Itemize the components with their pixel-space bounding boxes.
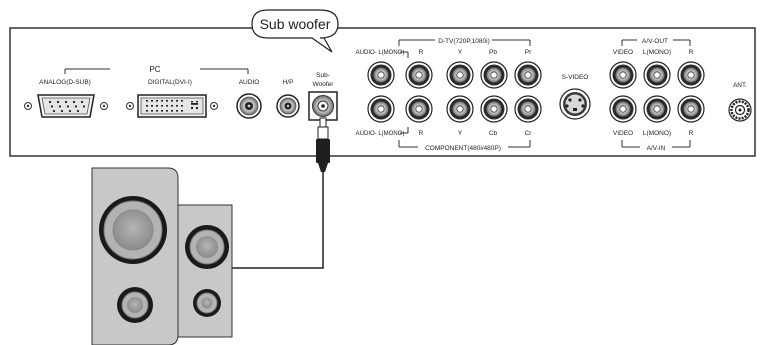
audio-l-mono-bottom-label: AUDIO- L(MONO): [356, 131, 405, 137]
component-group: COMPONENT(480i/480P): [398, 140, 531, 152]
lmono-bottom-label: L(MONO): [643, 130, 671, 137]
cr-label: Cr: [525, 130, 533, 137]
av-in-group-label: A/V-IN: [647, 145, 666, 152]
av-out-group-label: A/V-OUT: [642, 38, 668, 45]
pb-label: Pb: [489, 49, 497, 56]
audio-label: AUDIO: [239, 79, 260, 86]
cb-label: Cb: [489, 130, 498, 137]
speaker-large-driver: [99, 196, 167, 264]
rca-l-in: [643, 95, 671, 123]
rca-r-bottom: [405, 95, 433, 123]
digital-dvi-label: DIGITAL(DVI-I): [148, 79, 192, 86]
av-in-group: A/V-IN: [621, 140, 691, 152]
svideo-label: S-VIDEO: [562, 74, 589, 81]
subwoofer-speaker: [91, 167, 233, 345]
video-top-label: VIDEO: [613, 49, 633, 56]
dtv-group: D-TV(720P,1080i): [398, 38, 531, 46]
rca-video-in: [609, 95, 637, 123]
audio-l-mono-top-label: AUDIO- L(MONO): [356, 50, 405, 56]
rca-r-top: [405, 61, 433, 89]
speaker-mid-driver-right: [185, 225, 229, 269]
hp-label: H/P: [283, 79, 294, 86]
back-panel: [9, 27, 756, 157]
antenna-port: [728, 98, 752, 122]
dvi-port: [126, 94, 218, 118]
svideo-port: [559, 88, 591, 120]
subwoofer-jack: [308, 91, 338, 121]
callout-text: Sub woofer: [260, 16, 331, 32]
r-top-label: R: [419, 49, 424, 56]
dtv-group-label: D-TV(720P,1080i): [438, 38, 490, 45]
dsub-port: [24, 94, 108, 118]
y-bottom-label: Y: [458, 130, 463, 137]
analog-dsub-label: ANALOG(D-SUB): [39, 79, 91, 86]
av-out-group: A/V-OUT: [621, 38, 691, 46]
rca-cr: [514, 95, 542, 123]
rca-r-out: [677, 61, 705, 89]
rca-audio-l-bottom: [367, 95, 395, 123]
lmono-top-label: L(MONO): [643, 49, 671, 56]
r-av-bottom-label: R: [689, 130, 694, 137]
subwoofer-cable: [232, 117, 330, 269]
r-av-top-label: R: [689, 49, 694, 56]
r-bottom-label: R: [419, 130, 424, 137]
pr-label: Pr: [525, 49, 532, 56]
rca-video-out: [609, 61, 637, 89]
rca-pb: [480, 61, 508, 89]
pc-group-label: PC: [149, 65, 160, 74]
y-top-label: Y: [458, 49, 463, 56]
subwoofer-label-line2: Woofer: [313, 81, 335, 88]
antenna-label: ANT.: [733, 82, 747, 89]
rca-audio-l-top: [367, 61, 395, 89]
rca-y-bottom: [446, 95, 474, 123]
rca-pr: [514, 61, 542, 89]
rca-cb: [480, 95, 508, 123]
pc-audio-jack: [236, 93, 262, 119]
speaker-small-driver-right: [193, 289, 221, 317]
rca-l-out: [643, 61, 671, 89]
video-bottom-label: VIDEO: [613, 130, 633, 137]
headphone-jack: [276, 94, 300, 118]
pc-group: PC: [64, 65, 249, 74]
speaker-small-driver-left: [117, 287, 153, 323]
subwoofer-callout: Sub woofer: [251, 9, 339, 53]
subwoofer-label-line1: Sub-: [316, 72, 330, 79]
rca-r-in: [677, 95, 705, 123]
rca-y-top: [446, 61, 474, 89]
component-group-label: COMPONENT(480i/480P): [425, 145, 501, 152]
